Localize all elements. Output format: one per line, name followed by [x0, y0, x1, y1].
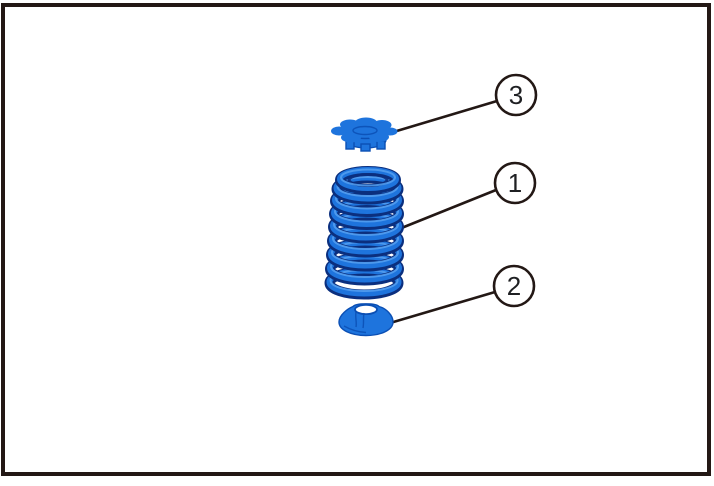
lower-spring-seat-icon — [338, 303, 394, 337]
callout-2-circle — [492, 264, 536, 308]
leader-line-lower-seat — [388, 290, 497, 325]
upper-spring-seat-icon — [331, 117, 398, 152]
callout-1: 1 — [493, 161, 537, 205]
leader-line-upper-seat — [388, 99, 499, 135]
diagram-frame — [1, 3, 711, 476]
coil-spring-icon — [324, 166, 404, 300]
callout-1-number: 1 — [508, 168, 522, 198]
callout-3: 3 — [494, 73, 538, 117]
callout-2: 2 — [492, 264, 536, 308]
callout-1-circle — [493, 161, 537, 205]
leader-line-coil-spring — [392, 188, 498, 233]
callout-2-number: 2 — [507, 271, 521, 301]
coil-8 — [331, 173, 404, 205]
callout-3-circle — [494, 73, 538, 117]
callout-3-number: 3 — [509, 80, 523, 110]
coil-top — [335, 166, 401, 194]
